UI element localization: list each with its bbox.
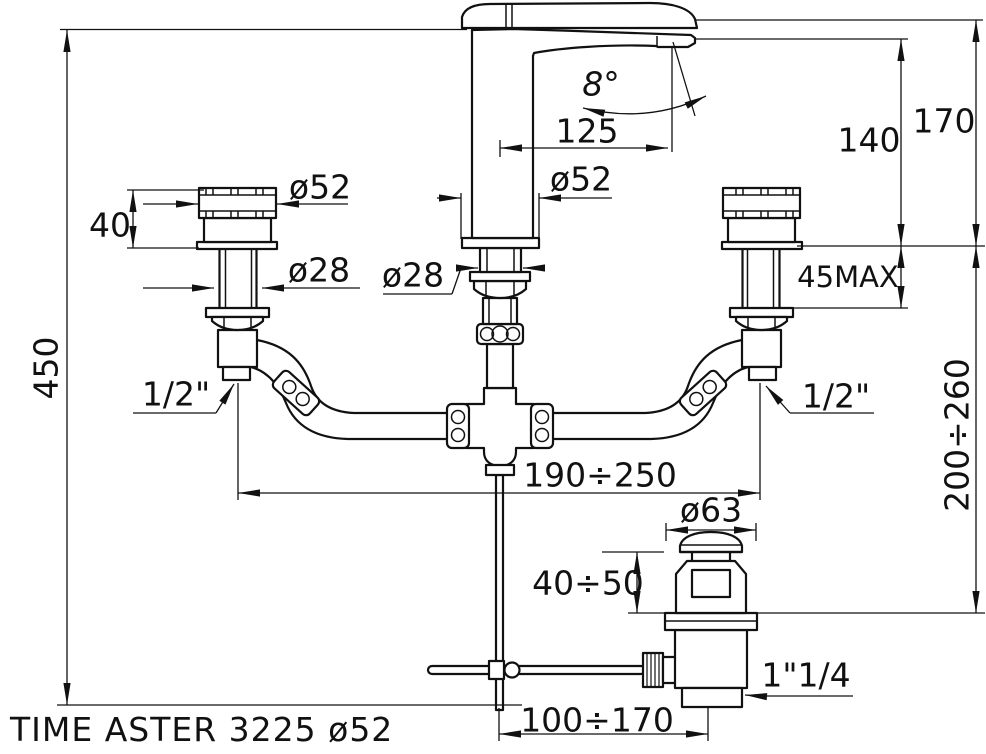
lock-flange (204, 306, 271, 319)
handle (197, 186, 278, 220)
label-170: 170 (913, 102, 976, 141)
threaded-shank (478, 246, 523, 274)
dim-waste-top-40-50: 40÷50 (532, 551, 668, 614)
knurled-connector (641, 651, 665, 689)
overflow-window (690, 568, 732, 599)
rod-joint-ball (503, 661, 521, 679)
label-o52-center: ø52 (550, 160, 612, 199)
popup-cap (678, 530, 744, 554)
lock-nut (210, 315, 265, 332)
dim-centres-190-250: 190÷250 (237, 383, 761, 500)
dim-handle-height-40: 40 (89, 189, 204, 249)
riser-pipe (485, 342, 515, 390)
valve-body (216, 328, 259, 369)
dim-overall-height-450: 450 (27, 28, 522, 706)
label-o63: ø63 (680, 491, 742, 530)
label-200-260: 200÷260 (938, 358, 977, 512)
dim-spout-reach-125: 125 (499, 112, 668, 157)
dim-deck-45max: 45MAX (790, 245, 985, 309)
dim-shank-diameter-center: ø28 (382, 256, 545, 295)
lever-rod (426, 659, 647, 681)
label-8deg: 8° (582, 65, 620, 104)
label-o28-left: ø28 (288, 251, 350, 290)
label-100-170: 100÷170 (520, 701, 674, 740)
waste-body (673, 628, 749, 690)
faucet-spout-body (470, 27, 697, 240)
dim-inlet-left: 1/2" (133, 375, 235, 414)
dim-supply-200-260: 200÷260 (757, 246, 985, 614)
lock-nut (472, 279, 528, 300)
dim-inlet-right: 1/2" (765, 377, 874, 416)
waste-outlet-thread (680, 686, 744, 709)
dim-body-diameter-center: ø52 (437, 160, 612, 239)
right-valve-assembly (527, 186, 804, 441)
label-140: 140 (838, 121, 901, 160)
dim-waste-thread: 1"1/4 (744, 656, 853, 701)
center-shank-stack (460, 236, 541, 390)
label-1-1-4: 1"1/4 (761, 656, 850, 695)
dim-height-top-170: 170 (695, 19, 983, 246)
label-o52-left: ø52 (289, 168, 351, 207)
left-valve-assembly (195, 186, 472, 441)
label-40-50: 40÷50 (532, 564, 644, 603)
faucet-lever (460, 1, 699, 30)
deck-flange (460, 236, 541, 250)
label-450: 450 (27, 337, 66, 400)
dim-spout-angle-8deg: 8° (582, 41, 707, 152)
label-half-inch-right: 1/2" (802, 377, 870, 416)
inlet-nipple (221, 365, 252, 382)
drain-assembly (641, 530, 759, 709)
label-125: 125 (556, 112, 619, 151)
dim-shank-diameter-left: ø28 (143, 251, 360, 292)
escutcheon (202, 216, 273, 244)
label-40: 40 (89, 206, 131, 245)
cross-fitting (445, 386, 555, 477)
drawing-title: TIME ASTER 3225 ø52 (9, 710, 393, 749)
threaded-shank (218, 248, 258, 308)
shank-connector-ring (475, 322, 525, 346)
pipe-connector-ring (271, 369, 321, 417)
label-45max: 45MAX (797, 260, 899, 294)
dim-waste-cap-o63: ø63 (665, 491, 757, 541)
cross-outlet-flange (484, 463, 516, 477)
dim-handle-diameter-left: ø52 (143, 168, 351, 208)
lower-shank (481, 296, 519, 326)
label-half-inch-left: 1/2" (142, 375, 210, 414)
rod-clamp (487, 659, 506, 681)
label-o28-center: ø28 (382, 256, 444, 295)
dim-height-outlet-140: 140 (695, 38, 908, 246)
label-190-250: 190÷250 (523, 456, 677, 495)
dim-rod-offset-100-170: 100÷170 (498, 701, 709, 741)
nut-flange (468, 270, 532, 283)
